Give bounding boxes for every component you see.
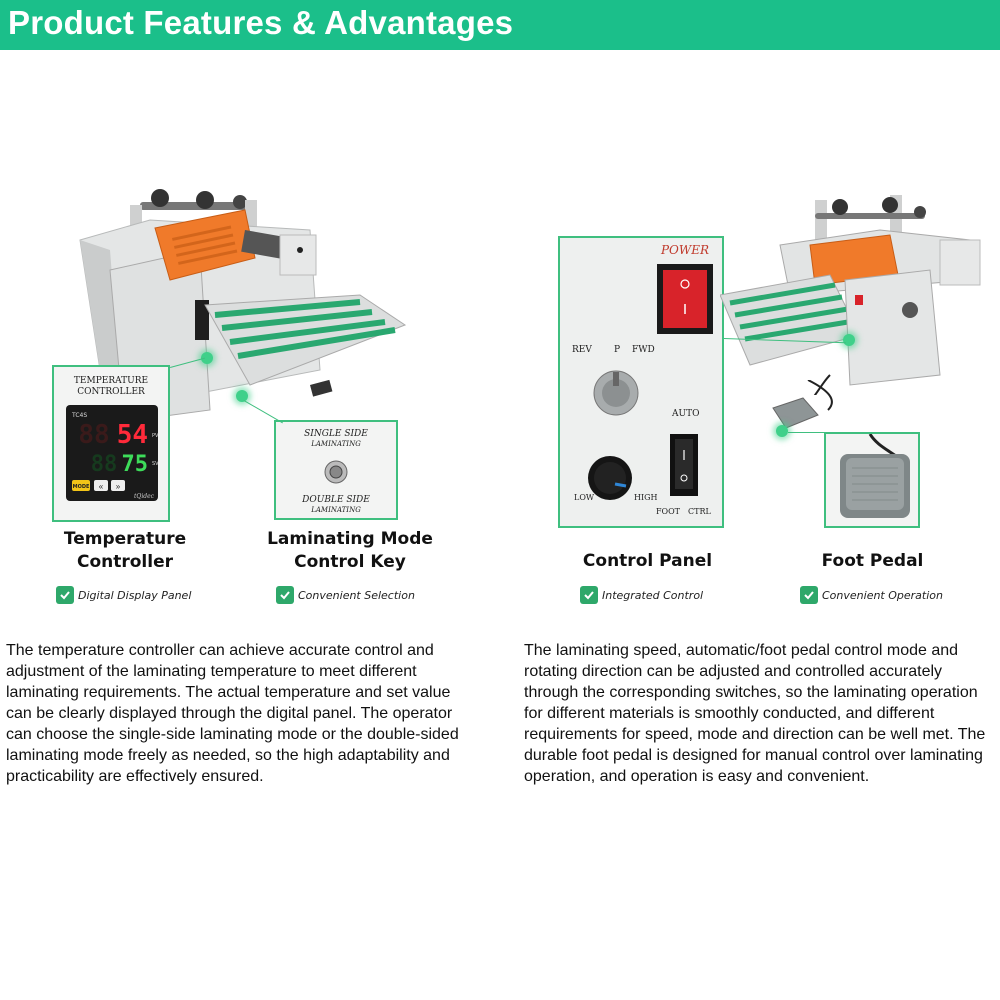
- sv-label: SV: [152, 461, 159, 467]
- svg-text:DOUBLE SIDE: DOUBLE SIDE: [301, 495, 370, 505]
- pv-label: PV: [152, 433, 159, 439]
- svg-text:88: 88: [91, 452, 118, 477]
- check-digital-display: Digital Display Panel: [56, 586, 191, 604]
- power-label: POWER: [660, 243, 709, 257]
- temp-controller-model: TC4S: [71, 412, 87, 419]
- svg-text:»: »: [116, 482, 121, 491]
- svg-text:LAMINATING: LAMINATING: [310, 506, 361, 514]
- down-arrow-key[interactable]: [111, 480, 125, 491]
- power-rocker-switch[interactable]: [663, 270, 707, 328]
- svg-text:P: P: [614, 345, 620, 355]
- checkmark-icon: [276, 586, 294, 604]
- check-integrated-control: Integrated Control: [580, 586, 703, 604]
- svg-text:AUTO: AUTO: [671, 409, 699, 419]
- svg-text:REV: REV: [572, 345, 592, 355]
- temp-controller-title-line2: CONTROLLER: [77, 387, 145, 397]
- foot-pedal-scene-image: [772, 380, 833, 429]
- svg-text:FOOT: FOOT: [656, 507, 681, 516]
- controller-brand: tQidec: [134, 493, 155, 500]
- left-arrow-key[interactable]: [94, 480, 108, 491]
- pv-display: 54: [117, 420, 148, 450]
- svg-text:«: «: [99, 482, 104, 491]
- temperature-controller-inset: TEMPERATURE CONTROLLER TC4S 54 88 PV 75 …: [52, 365, 170, 522]
- left-description: The temperature controller can achieve a…: [6, 642, 459, 785]
- checkmark-icon: [56, 586, 74, 604]
- callout-dot-foot-pedal: [776, 425, 788, 437]
- svg-text:LOW: LOW: [574, 493, 595, 502]
- check-convenient-selection: Convenient Selection: [276, 586, 415, 604]
- svg-text:88: 88: [78, 420, 109, 450]
- svg-text:SINGLE SIDE: SINGLE SIDE: [304, 429, 368, 439]
- svg-text:HIGH: HIGH: [634, 493, 658, 502]
- control-panel-inset: POWER REV P FWD AUTO LOW HIGH FOOT CTRL: [558, 236, 724, 528]
- checkmark-icon: [800, 586, 818, 604]
- header-banner: Product Features & Advantages: [0, 0, 1000, 50]
- sv-display: 75: [122, 452, 149, 477]
- mode-key[interactable]: [72, 480, 90, 491]
- svg-text:FWD: FWD: [632, 345, 655, 355]
- check-convenient-operation: Convenient Operation: [800, 586, 943, 604]
- svg-text:LAMINATING: LAMINATING: [310, 440, 361, 448]
- laminator-machine-right-image: [720, 195, 981, 395]
- mode-toggle-switch[interactable]: [329, 465, 343, 479]
- svg-text:MODE: MODE: [73, 484, 90, 490]
- right-description: The laminating speed, automatic/foot ped…: [524, 642, 986, 785]
- foot-pedal-inset: [824, 432, 920, 528]
- feature-title-foot-pedal: Foot Pedal: [821, 551, 924, 571]
- callout-dot-mode-key: [236, 390, 248, 402]
- callout-dot-control-panel: [843, 334, 855, 346]
- feature-title-control-panel: Control Panel: [582, 551, 713, 571]
- page-title: Product Features & Advantages: [8, 4, 514, 41]
- temp-controller-title-line1: TEMPERATURE: [74, 376, 148, 386]
- laminating-mode-key-inset: SINGLE SIDE LAMINATING DOUBLE SIDE LAMIN…: [274, 420, 398, 520]
- callout-dot-controller: [201, 352, 213, 364]
- checkmark-icon: [580, 586, 598, 604]
- svg-text:CTRL: CTRL: [688, 507, 711, 516]
